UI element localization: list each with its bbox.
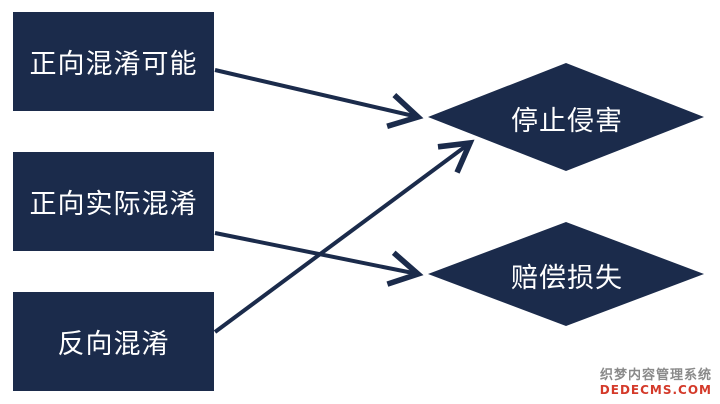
- watermark-text-en: DEDECMS.COM: [599, 383, 712, 398]
- outcome-diamond-compensate: [428, 222, 704, 326]
- node-positive-confusion-possible: 正向混淆可能: [13, 12, 214, 111]
- node-positive-actual-confusion: 正向实际混淆: [13, 152, 214, 251]
- arrow-positive-actual-to-compensate: [214, 231, 424, 287]
- outcome-label-stop: 停止侵害: [511, 106, 623, 137]
- node-label: 正向混淆可能: [29, 49, 198, 80]
- node-reverse-confusion: 反向混淆: [13, 292, 214, 391]
- node-label: 反向混淆: [57, 329, 170, 360]
- outcome-diamond-stop: [428, 63, 704, 171]
- watermark-logo: 织梦内容管理系统 DEDECMS.COM: [599, 368, 712, 398]
- outcome-label-compensate: 赔偿损失: [511, 263, 623, 294]
- arrow-positive-possible-to-stop: [214, 68, 424, 129]
- node-label: 正向实际混淆: [29, 189, 198, 220]
- arrow-reverse-to-stop: [213, 139, 475, 334]
- watermark-text-cn: 织梦内容管理系统: [599, 368, 712, 384]
